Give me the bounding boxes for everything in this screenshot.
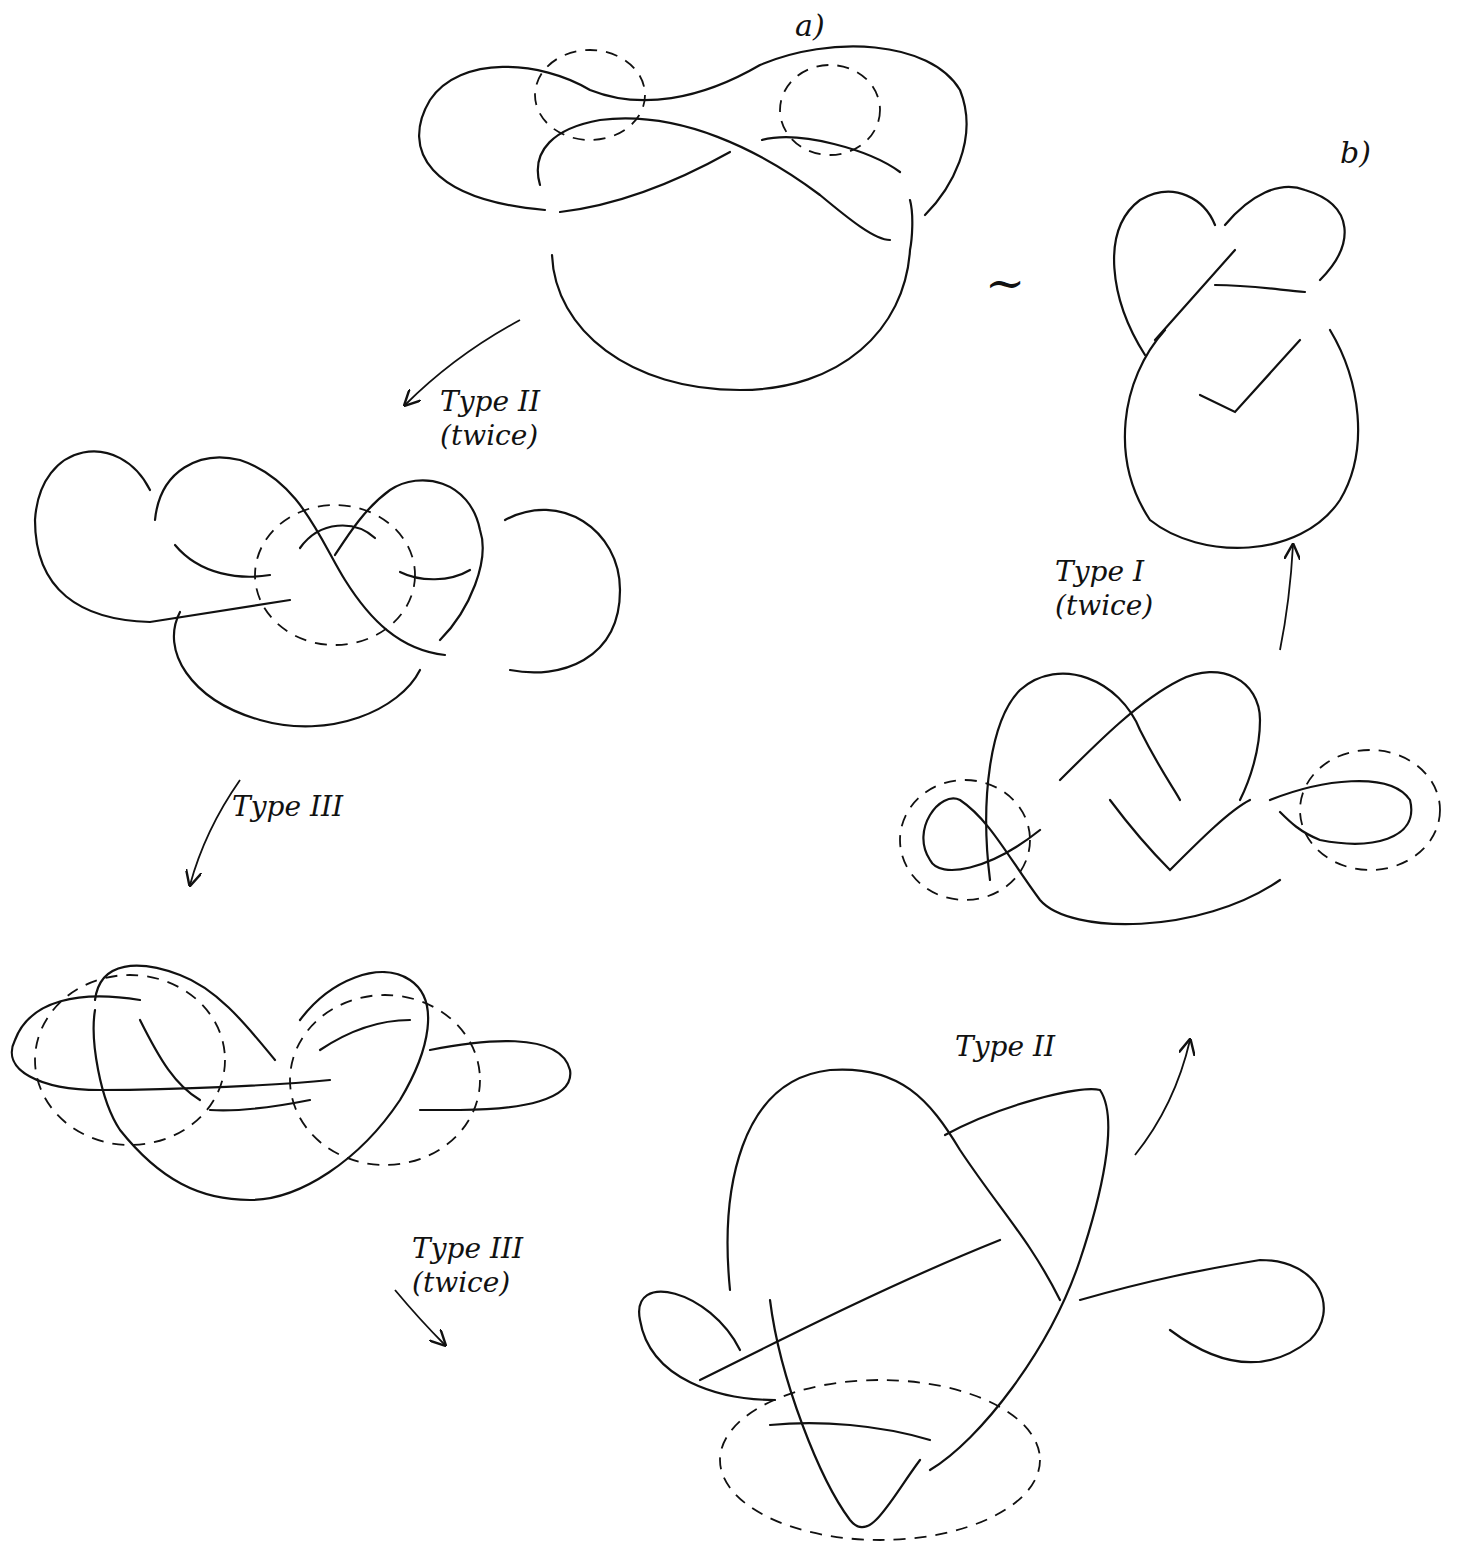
knot-strand [155, 458, 445, 656]
knot-strand [320, 1020, 410, 1050]
figure-label: a) [795, 8, 825, 44]
knot-strand [140, 1020, 200, 1100]
move-arrow [1135, 1040, 1190, 1155]
move-arrow [1280, 545, 1293, 650]
knot-strands [12, 46, 1411, 1527]
knot-strand [923, 798, 1280, 924]
knot-strand [1270, 781, 1411, 844]
knot-strand [419, 46, 966, 215]
knot-strand [538, 118, 890, 240]
knot-strand [1215, 285, 1305, 292]
dashed-region [255, 505, 415, 645]
knot-strand [1200, 340, 1300, 412]
move-label: Type I (twice) [1055, 555, 1235, 622]
dashed-region [780, 65, 880, 155]
move-label: Type II [955, 1030, 1055, 1064]
knot-strand [1225, 187, 1345, 280]
knot-strand [560, 152, 730, 212]
dashed-region [535, 50, 645, 140]
knot-strand [95, 966, 275, 1060]
knot-strand [420, 1041, 570, 1110]
knot-strand [930, 1089, 1108, 1470]
knot-strand [12, 996, 140, 1090]
knot-strand [770, 1423, 930, 1440]
figure-label: b) [1340, 135, 1371, 171]
dashed-region [290, 995, 480, 1165]
knot-strand [1155, 250, 1235, 340]
knot-strand [335, 480, 483, 640]
knot-strand [35, 451, 290, 622]
knot-strand [700, 1240, 1000, 1380]
move-label: Type III (twice) [412, 1232, 562, 1299]
knot-strand [174, 612, 420, 726]
knot-strand [552, 200, 912, 390]
knot-strand [639, 1292, 775, 1400]
knot-strand [505, 510, 620, 673]
dashed-region [720, 1380, 1040, 1540]
equivalence-sign: ~ [985, 255, 1025, 313]
move-label: Type III [232, 790, 343, 824]
knot-strand [1125, 330, 1358, 548]
knot-strand [400, 570, 470, 579]
knot-strand [300, 526, 375, 548]
knot-strand [1080, 1260, 1324, 1362]
knot-strand [770, 1300, 920, 1527]
dashed-region [900, 780, 1030, 900]
move-label: Type II (twice) [440, 385, 580, 452]
knot-strand [94, 972, 428, 1200]
dashed-region [1300, 750, 1440, 870]
knot-strand [728, 1070, 1060, 1300]
dashed-region [35, 975, 225, 1145]
knot-strand [100, 1080, 330, 1090]
knot-strand [1110, 800, 1250, 870]
knot-strand [1060, 672, 1260, 800]
